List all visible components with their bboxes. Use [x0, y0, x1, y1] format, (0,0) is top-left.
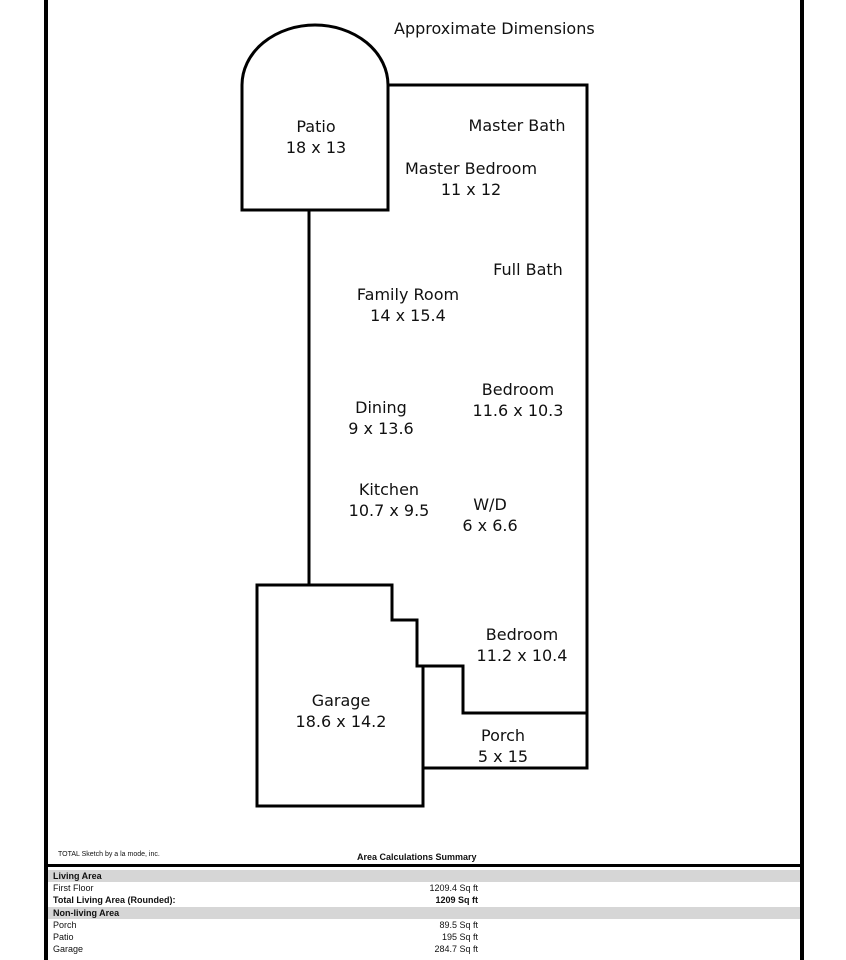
row-label: Garage — [53, 944, 84, 954]
room-name: Garage — [311, 691, 371, 710]
room-dims: 10.7 x 9.5 — [348, 501, 430, 520]
row-value: 195 Sq ft — [441, 932, 478, 942]
room-label-kitchen: Kitchen 10.7 x 9.5 — [349, 479, 430, 521]
room-dims: 5 x 15 — [477, 747, 529, 766]
room-dims: 18.6 x 14.2 — [295, 712, 387, 731]
room-name: Full Bath — [493, 260, 563, 279]
room-label-family-room: Family Room 14 x 15.4 — [357, 284, 459, 326]
summary-row-patio: Patio 195 Sq ft — [48, 931, 800, 943]
summary-divider — [46, 864, 802, 867]
room-name: Kitchen — [358, 480, 420, 499]
room-dims: 14 x 15.4 — [370, 306, 446, 325]
room-label-porch: Porch 5 x 15 — [478, 725, 528, 767]
room-name: Dining — [355, 398, 407, 417]
room-name: Master Bath — [468, 116, 566, 135]
summary-title: Area Calculations Summary — [357, 852, 477, 862]
room-label-bedroom-1: Bedroom 11.6 x 10.3 — [473, 379, 564, 421]
section-label: Non-living Area — [53, 908, 120, 918]
room-dims: 11.6 x 10.3 — [472, 401, 564, 420]
room-name: Porch — [480, 726, 526, 745]
room-label-master-bath: Master Bath — [469, 115, 566, 136]
floor-plan — [240, 23, 589, 808]
room-dims: 11 x 12 — [440, 180, 502, 199]
room-label-bedroom-2: Bedroom 11.2 x 10.4 — [477, 624, 568, 666]
row-value: 89.5 Sq ft — [439, 920, 478, 930]
page-title: Approximate Dimensions — [394, 19, 595, 38]
room-dims: 6 x 6.6 — [462, 516, 518, 535]
room-label-garage: Garage 18.6 x 14.2 — [296, 690, 387, 732]
room-name: Bedroom — [485, 625, 559, 644]
row-value: 284.7 Sq ft — [434, 944, 478, 954]
room-label-wd: W/D 6 x 6.6 — [462, 494, 517, 536]
software-credit: TOTAL Sketch by a la mode, inc. — [58, 851, 160, 858]
row-label: Total Living Area (Rounded): — [53, 895, 176, 905]
living-area-header: Living Area — [48, 870, 800, 882]
room-label-dining: Dining 9 x 13.6 — [348, 397, 413, 439]
room-name: Patio — [296, 117, 336, 136]
room-name: Family Room — [356, 285, 460, 304]
room-label-master-bedroom: Master Bedroom 11 x 12 — [405, 158, 537, 200]
row-label: First Floor — [53, 883, 94, 893]
porch-outline — [423, 713, 589, 770]
row-value: 1209 Sq ft — [435, 895, 478, 905]
row-label: Porch — [53, 920, 77, 930]
patio-outline — [240, 23, 390, 212]
page-border-left — [44, 0, 48, 960]
row-label: Patio — [53, 932, 74, 942]
summary-row-porch: Porch 89.5 Sq ft — [48, 919, 800, 931]
room-dims: 11.2 x 10.4 — [476, 646, 568, 665]
living-area-outline — [388, 83, 589, 715]
room-label-patio: Patio 18 x 13 — [286, 116, 346, 158]
room-name: Bedroom — [481, 380, 555, 399]
summary-row-garage: Garage 284.7 Sq ft — [48, 943, 800, 955]
room-label-full-bath: Full Bath — [493, 259, 563, 280]
section-label: Living Area — [53, 871, 102, 881]
garage-outline — [255, 583, 425, 808]
room-name: W/D — [473, 495, 507, 514]
row-value: 1209.4 Sq ft — [429, 883, 478, 893]
page-border-right — [800, 0, 804, 960]
nonliving-area-header: Non-living Area — [48, 907, 800, 919]
room-name: Master Bedroom — [404, 159, 538, 178]
summary-row-total-living: Total Living Area (Rounded): 1209 Sq ft — [48, 894, 800, 906]
room-dims: 18 x 13 — [285, 138, 347, 157]
room-dims: 9 x 13.6 — [348, 419, 414, 438]
summary-row-first-floor: First Floor 1209.4 Sq ft — [48, 882, 800, 894]
